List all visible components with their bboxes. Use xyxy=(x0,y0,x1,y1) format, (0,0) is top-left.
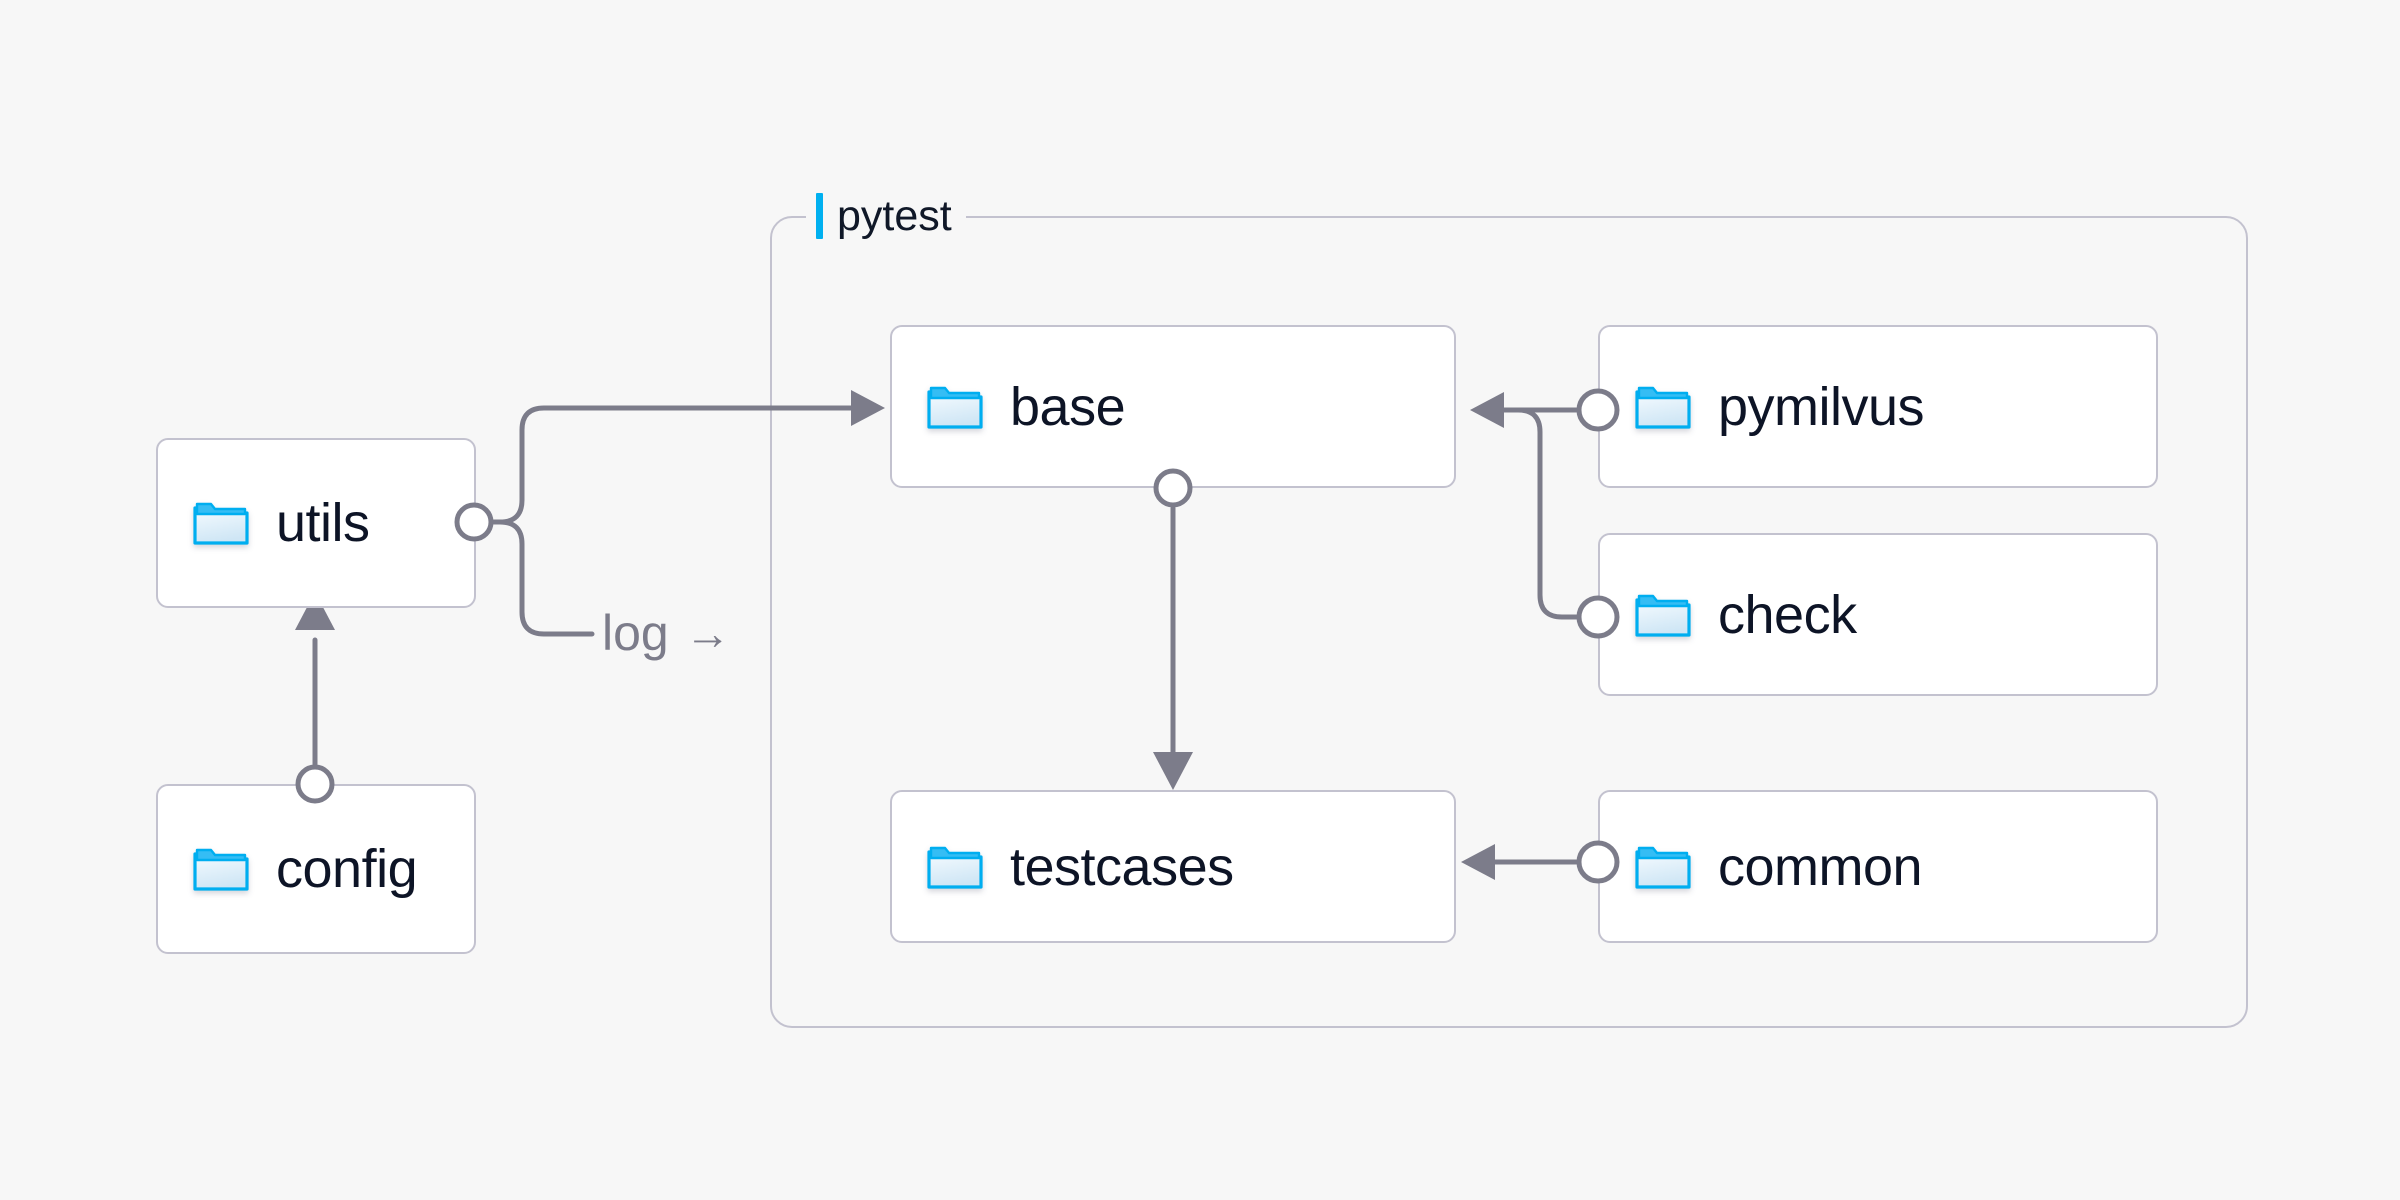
node-base[interactable]: base xyxy=(890,325,1456,488)
folder-icon xyxy=(1635,846,1691,889)
node-check[interactable]: check xyxy=(1598,533,2158,696)
folder-icon xyxy=(193,848,249,891)
node-pymilvus[interactable]: pymilvus xyxy=(1598,325,2158,488)
folder-icon xyxy=(1635,386,1691,429)
arrow-right-icon: → xyxy=(684,607,731,659)
node-testcases[interactable]: testcases xyxy=(890,790,1456,943)
pytest-group-label-wrap: pytest xyxy=(806,191,966,240)
folder-icon xyxy=(1635,594,1691,637)
folder-icon xyxy=(193,502,249,545)
node-common-label: common xyxy=(1718,836,1923,897)
node-utils[interactable]: utils xyxy=(156,438,476,608)
node-common[interactable]: common xyxy=(1598,790,2158,943)
folder-icon xyxy=(927,386,983,429)
node-pymilvus-label: pymilvus xyxy=(1718,376,1925,437)
node-base-label: base xyxy=(1010,376,1126,437)
folder-icon xyxy=(927,846,983,889)
pytest-group-label: pytest xyxy=(837,191,952,240)
edge-label-log-text: log xyxy=(602,605,669,661)
edge-label-log: log → xyxy=(602,608,731,658)
edge-utils-log xyxy=(471,519,595,637)
node-config[interactable]: config xyxy=(156,784,476,954)
node-check-label: check xyxy=(1718,584,1857,645)
node-config-label: config xyxy=(276,839,418,899)
node-utils-label: utils xyxy=(276,493,370,553)
pytest-group-container xyxy=(770,216,2248,1028)
accent-bar-icon xyxy=(816,193,823,239)
node-testcases-label: testcases xyxy=(1010,836,1234,897)
